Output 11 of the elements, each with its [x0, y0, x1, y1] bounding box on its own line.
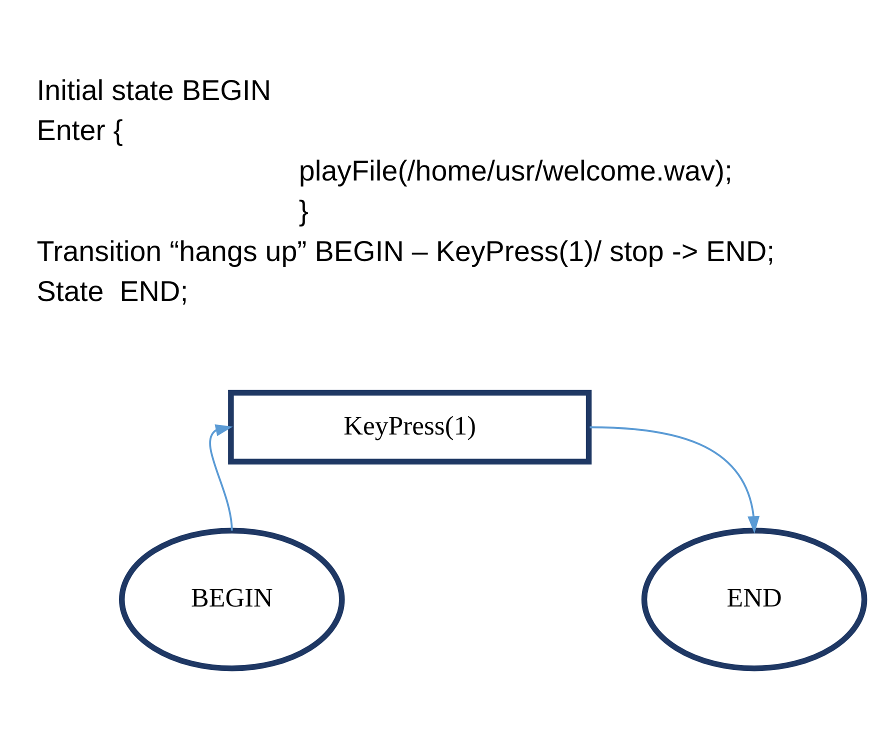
arrow: [590, 426, 760, 534]
label: Initial state BEGIN: [36, 75, 272, 108]
node-box: KeyPress(1): [228, 390, 592, 465]
label: Transition “hangs up” BEGIN – KeyPress(1)/ stop -> END;: [36, 236, 775, 268]
label: Enter {: [36, 115, 123, 148]
node-ellipse: BEGIN: [119, 528, 345, 672]
label: State END;: [36, 276, 188, 308]
label: playFile(/home/usr/welcome.wav);: [298, 155, 733, 188]
label: }: [298, 196, 308, 228]
arrow: [209, 424, 233, 531]
node-ellipse: END: [641, 528, 868, 672]
